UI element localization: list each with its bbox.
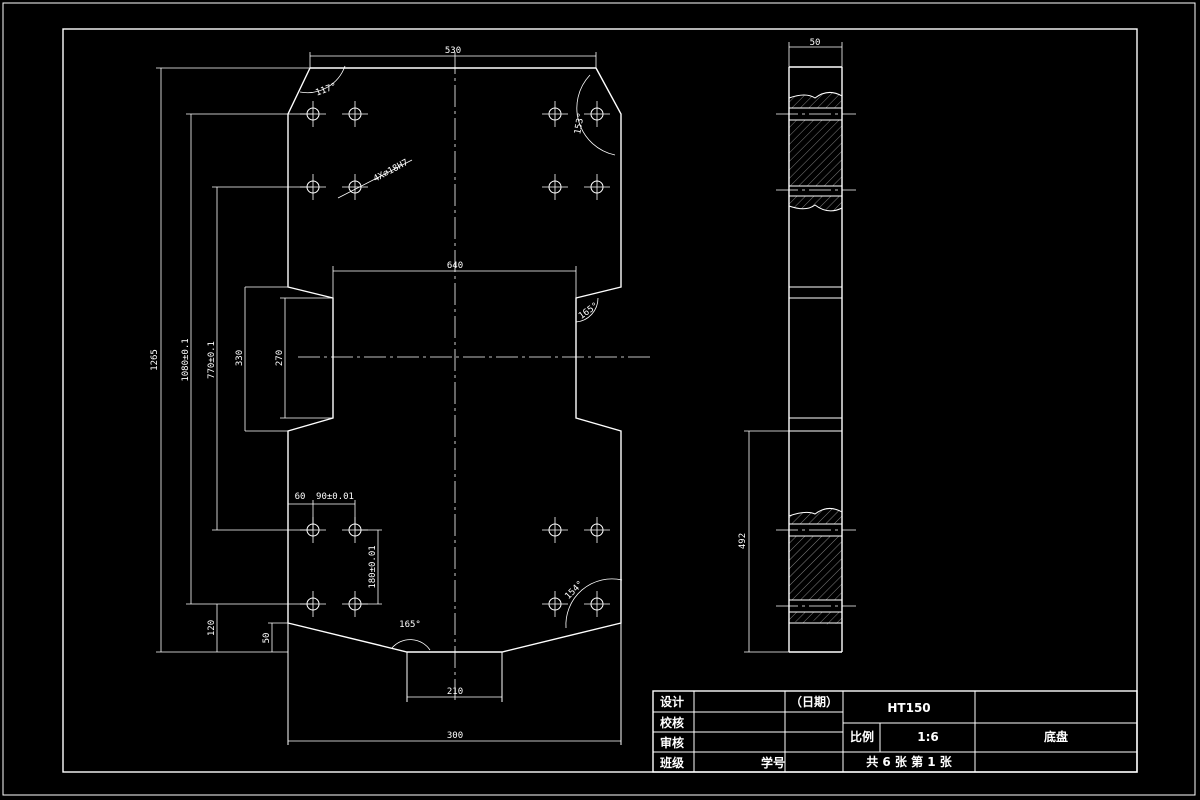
tb-class: 班级 bbox=[660, 755, 684, 770]
bolt-holes bbox=[300, 101, 610, 617]
dim-angle-bottom-center: 165° bbox=[399, 620, 421, 630]
dim-side-lower: 492 bbox=[738, 533, 748, 549]
dim-hole-callout: 4X∅18H7 bbox=[372, 158, 410, 185]
dim-bottom-offset-2: 50 bbox=[262, 633, 272, 644]
side-view: 50 492 bbox=[738, 38, 856, 653]
tb-part-name: 底盘 bbox=[1044, 729, 1068, 744]
dimension-labels: 530 640 1265 1080±0.1 770±0.1 330 270 60… bbox=[150, 46, 601, 741]
dim-notch-inner: 270 bbox=[275, 350, 285, 366]
title-block: 设计 （日期） 校核 审核 班级 学号 HT150 比例 1:6 底盘 共 6 … bbox=[652, 690, 1138, 773]
tb-material: HT150 bbox=[887, 701, 930, 715]
dim-hole-pitch-h: 90±0.01 bbox=[316, 492, 354, 502]
centerlines bbox=[298, 52, 652, 700]
dim-slot-width: 210 bbox=[447, 687, 463, 697]
plate-outline bbox=[245, 67, 622, 745]
tb-date: （日期） bbox=[790, 694, 838, 709]
dim-waist-width: 640 bbox=[447, 261, 463, 271]
tb-scale-value: 1:6 bbox=[917, 730, 939, 744]
tb-sheet-info: 共 6 张 第 1 张 bbox=[866, 754, 953, 769]
dimension-lines bbox=[156, 52, 623, 742]
tb-design: 设计 bbox=[660, 694, 684, 709]
tb-review: 审核 bbox=[660, 735, 684, 750]
tb-student-no: 学号 bbox=[761, 755, 785, 770]
dim-angle-top-right: 153° bbox=[573, 112, 587, 135]
dim-top-width: 530 bbox=[445, 46, 461, 56]
dim-angle-top-left: 117° bbox=[314, 82, 338, 99]
dim-base-width: 300 bbox=[447, 731, 463, 741]
dim-hole-pitch-v: 180±0.01 bbox=[368, 545, 378, 588]
hole bbox=[300, 101, 610, 617]
dim-total-height: 1265 bbox=[150, 349, 160, 371]
inner-border bbox=[62, 28, 1138, 773]
dim-side-thickness: 50 bbox=[810, 38, 821, 48]
tb-check: 校核 bbox=[660, 715, 684, 730]
tb-scale-label: 比例 bbox=[850, 729, 874, 744]
dim-hole-span-inner: 770±0.1 bbox=[207, 341, 217, 379]
dim-hole-span-outer: 1080±0.1 bbox=[181, 338, 191, 381]
dim-bottom-offset-1: 120 bbox=[207, 620, 217, 636]
dim-notch-outer: 330 bbox=[235, 350, 245, 366]
dim-hole-offset: 60 bbox=[295, 492, 306, 502]
